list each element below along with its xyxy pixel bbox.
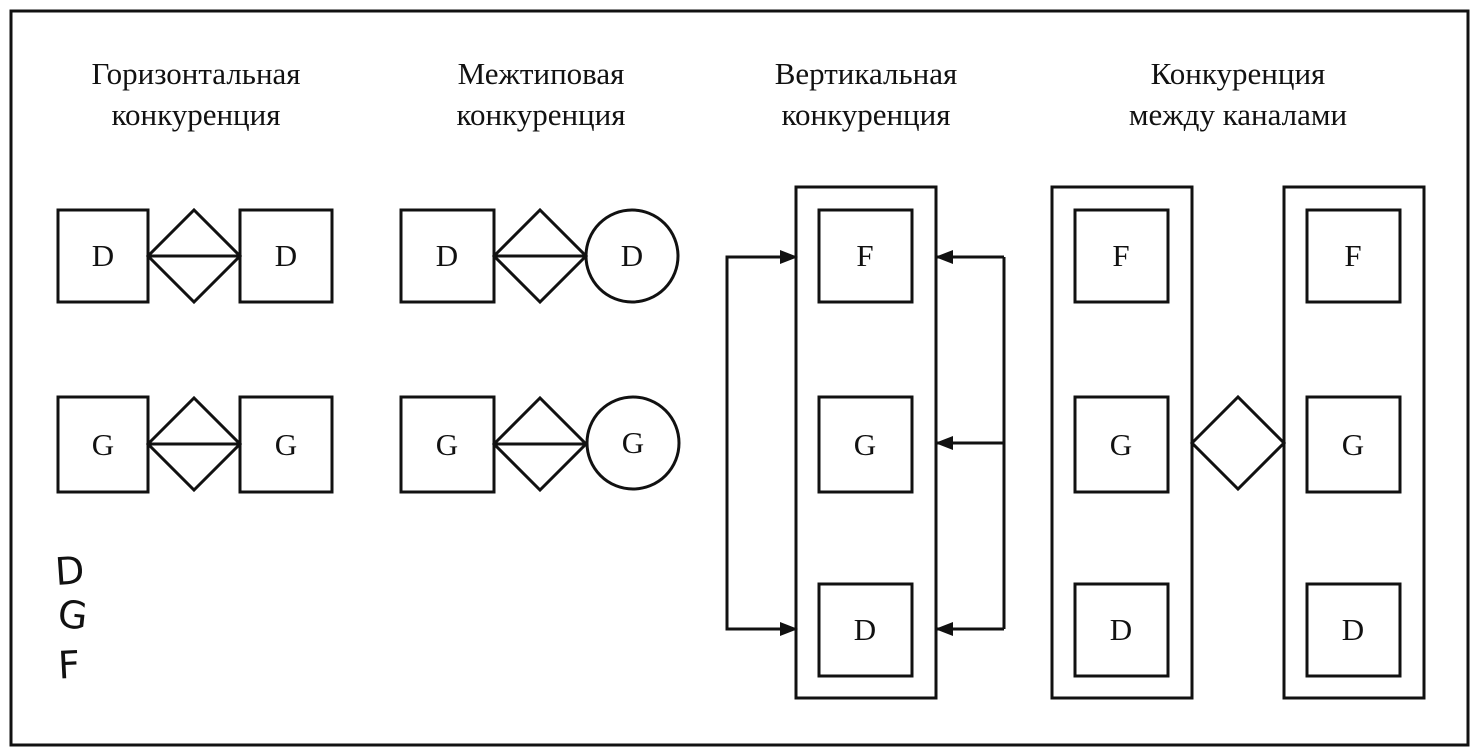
node-label: D (1342, 612, 1364, 647)
node-label: D (1110, 612, 1132, 647)
node-label: G (275, 427, 297, 462)
node-label: G (92, 427, 114, 462)
node-label: G (1342, 427, 1364, 462)
node-label: D (92, 238, 114, 273)
vertical-competition-group: F G D (725, 185, 1006, 700)
heading-horizontal-competition: Горизонтальная конкуренция (36, 53, 356, 135)
node-label: D (621, 238, 643, 273)
node-label: D (275, 238, 297, 273)
handwritten-letter: D (54, 548, 86, 594)
node-box (1305, 395, 1402, 494)
node-label: G (854, 427, 876, 462)
channel-competition-group: F G D F G D (1050, 185, 1426, 700)
handwritten-letter: G (56, 592, 90, 639)
node-box (817, 208, 914, 304)
competition-diamond (145, 395, 243, 493)
competition-diamond (1189, 394, 1287, 492)
node-box (817, 582, 914, 678)
competition-diamond (491, 395, 589, 493)
heading-line: между каналами (1128, 97, 1348, 132)
node-label: G (436, 427, 458, 462)
heading-vertical-competition: Вертикальная конкуренция (706, 53, 1026, 135)
node-label: F (856, 238, 873, 273)
node-box (1073, 208, 1170, 304)
heading-intertype-competition: Межтиповая конкуренция (381, 53, 701, 135)
node-box (1073, 395, 1170, 494)
handwritten-notes: D G F (54, 548, 90, 688)
node-label: F (1344, 238, 1361, 273)
handwritten-letter: F (57, 643, 81, 688)
node-label: D (436, 238, 458, 273)
heading-line: конкуренция (781, 97, 951, 132)
heading-line: конкуренция (456, 97, 626, 132)
node-label: D (854, 612, 876, 647)
heading-channel-competition: Конкуренция между каналами (1078, 53, 1398, 135)
node-box (817, 395, 914, 494)
intertype-competition-group: D D G G (399, 207, 681, 494)
heading-line: Конкуренция (1150, 56, 1326, 91)
node-label: G (622, 425, 644, 460)
node-box (1073, 582, 1170, 678)
heading-line: Горизонтальная (91, 56, 301, 91)
heading-line: Вертикальная (774, 56, 958, 91)
horizontal-competition-group: D D G G (56, 207, 334, 494)
competition-diamond (145, 207, 243, 305)
node-box (1305, 208, 1402, 304)
node-label: G (1110, 427, 1132, 462)
node-label: F (1112, 238, 1129, 273)
heading-line: Межтиповая (457, 56, 625, 91)
left-bracket-line (725, 255, 795, 631)
competition-diamond (491, 207, 589, 305)
outer-frame (9, 9, 1470, 747)
node-box (1305, 582, 1402, 678)
heading-line: конкуренция (111, 97, 281, 132)
